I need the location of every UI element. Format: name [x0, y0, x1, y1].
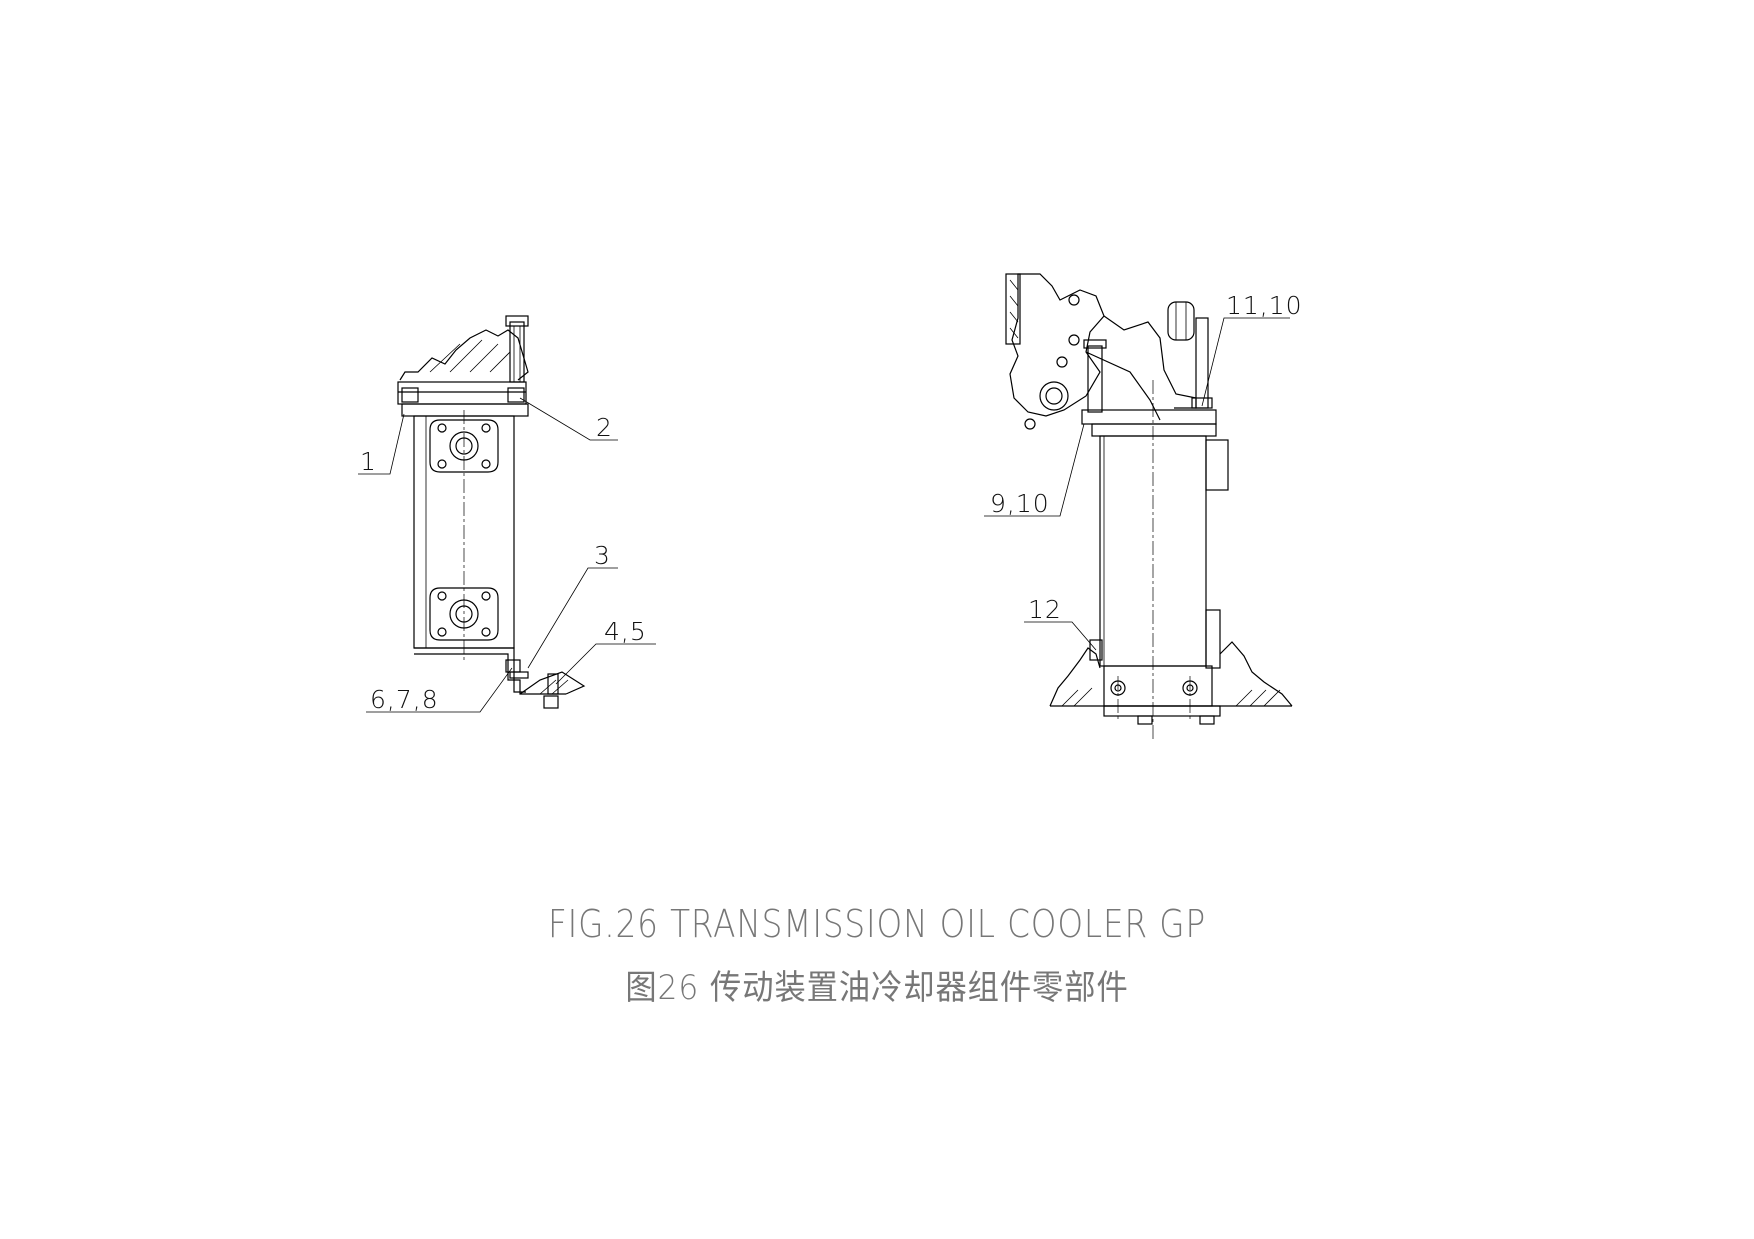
callout-45: 4,5 — [604, 617, 647, 646]
left-plate-bolt-left — [401, 387, 419, 403]
left-plate-bolt-right — [507, 387, 525, 403]
leader-1 — [358, 413, 405, 475]
left-view: 1 2 3 4,5 6,7,8 — [358, 315, 656, 714]
right-view: 11,10 9,10 12 — [984, 273, 1303, 740]
right-bracket-hole-1 — [1068, 294, 1080, 306]
right-bracket-arm — [1103, 315, 1197, 409]
left-bracket-break — [399, 329, 529, 381]
right-side-port-bottom — [1205, 609, 1221, 669]
callout-2: 2 — [596, 413, 613, 442]
left-lower-mount — [519, 671, 586, 695]
leader-12 — [1024, 621, 1097, 651]
left-flange — [401, 403, 529, 417]
right-ground-break — [1049, 641, 1293, 707]
right-stud-bolt-left — [1087, 345, 1103, 413]
right-side-port-top — [1205, 439, 1229, 491]
left-bottom-port-flange — [429, 587, 499, 641]
callout-910: 9,10 — [990, 489, 1050, 518]
leader-45 — [555, 643, 656, 685]
right-bracket-plate — [1005, 273, 1021, 345]
leader-3 — [527, 567, 618, 669]
callout-1110: 11,10 — [1226, 291, 1303, 320]
leader-1110 — [1201, 317, 1290, 407]
left-top-port-flange — [429, 419, 499, 473]
left-top-plate — [397, 381, 527, 405]
callout-678: 6,7,8 — [370, 685, 439, 714]
callout-3: 3 — [594, 541, 611, 570]
callout-12: 12 — [1028, 595, 1062, 624]
leader-910 — [984, 423, 1085, 517]
right-arm-roller — [1167, 301, 1195, 341]
right-bracket-hole-3 — [1056, 356, 1068, 368]
right-bolt-12 — [1089, 639, 1103, 661]
figure-caption-chinese: 图26 传动装置油冷却器组件零部件 — [625, 968, 1129, 1008]
right-base-plate — [1103, 705, 1221, 717]
right-upper-bracket — [1009, 273, 1105, 417]
leader-678 — [366, 667, 513, 713]
left-stud-bolt — [509, 321, 525, 383]
callout-1: 1 — [360, 447, 377, 476]
leader-2 — [519, 397, 618, 441]
figure-caption-english: FIG.26 TRANSMISSION OIL COOLER GP — [547, 902, 1207, 946]
right-bracket-hole-2 — [1068, 334, 1080, 346]
left-bracket-hatch — [429, 339, 511, 373]
right-stud-bolt-right — [1195, 317, 1209, 409]
left-lower-nut — [543, 695, 559, 709]
right-bracket-bore — [1039, 381, 1069, 411]
